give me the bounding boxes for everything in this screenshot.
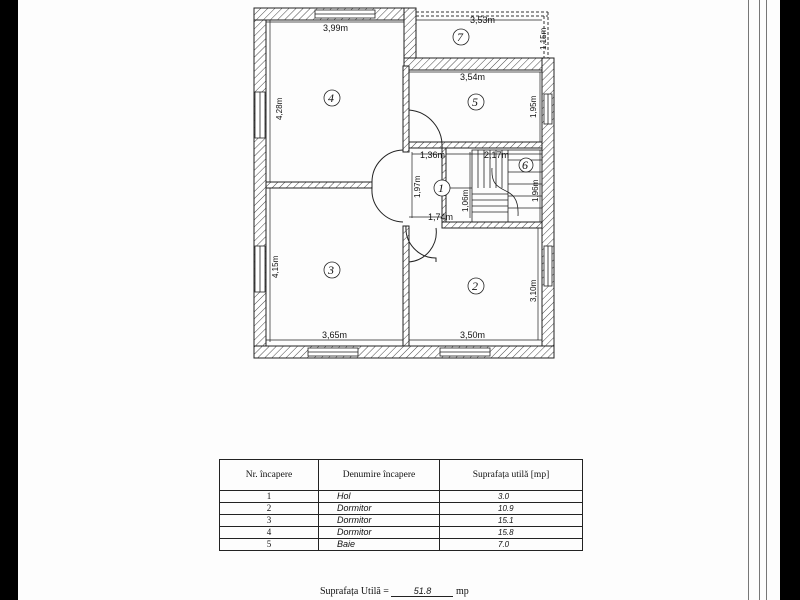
dimension-lines [266, 19, 542, 342]
cell-name: Hol [318, 490, 440, 503]
table-row: 2 Dormitor 10.9 [219, 502, 583, 515]
dim-room4-width: 3,99m [323, 23, 348, 33]
dim-room2-width: 3,50m [460, 330, 485, 340]
dim-room7-height: 1,15m [539, 27, 548, 50]
header-room-number: Nr. încapere [219, 459, 319, 491]
staircase [446, 149, 543, 223]
dim-hall-bottom: 1,74m [428, 212, 453, 222]
total-usable-area: Suprafața Utilă = 51.8 mp [320, 586, 469, 597]
page-edge-line [766, 0, 767, 600]
cell-name: Dormitor [318, 526, 440, 539]
room-number-7: 7 [457, 30, 464, 44]
page-edge-line [748, 0, 749, 600]
dim-room4-height: 4,28m [275, 97, 284, 120]
cell-nr: 3 [219, 514, 319, 527]
room-markers [323, 28, 534, 295]
room-number-6: 6 [522, 158, 528, 172]
cell-area: 10.9 [439, 502, 583, 515]
balcony-outline [416, 11, 549, 58]
room-number-1: 1 [438, 181, 444, 195]
cell-name: Dormitor [318, 502, 440, 515]
dim-room7-width: 3,53m [470, 15, 495, 25]
windows [254, 9, 553, 357]
cell-area: 7.0 [439, 538, 583, 551]
table-row: 3 Dormitor 15.1 [219, 514, 583, 527]
dim-hall-depth: 1,06m [461, 189, 470, 212]
header-room-area: Suprafața utilă [mp] [439, 459, 583, 491]
dim-room3-width: 3,65m [322, 330, 347, 340]
cell-name: Baie [318, 538, 440, 551]
room-number-3: 3 [327, 263, 334, 277]
cell-nr: 1 [219, 490, 319, 503]
dim-room2-height: 3,10m [529, 279, 538, 302]
dim-stair-height: 1,96m [531, 179, 540, 202]
dim-hall-height: 1,97m [413, 175, 422, 198]
floor-plan: 3,99m 4,28m 3,53m 1,15m 3,54m 1,95m 1,36… [253, 7, 555, 359]
page-edge-line [759, 0, 760, 600]
table-row: 1 Hol 3.0 [219, 490, 583, 503]
table-header-row: Nr. încapere Denumire încapere Suprafața… [219, 459, 583, 491]
cell-name: Dormitor [318, 514, 440, 527]
doors [371, 109, 443, 263]
table-row: 5 Baie 7.0 [219, 538, 583, 551]
dim-room3-height: 4,15m [271, 255, 280, 278]
room-number-2: 2 [472, 279, 478, 293]
total-value: 51.8 [391, 586, 454, 597]
dim-room5-height: 1,95m [529, 95, 538, 118]
room-area-table: Nr. încapere Denumire încapere Suprafața… [219, 459, 583, 551]
total-unit: mp [455, 586, 469, 597]
dim-room5-width: 3,54m [460, 72, 485, 82]
dim-hall-top: 1,36m [420, 150, 445, 160]
cell-nr: 5 [219, 538, 319, 551]
dim-stair-width: 2,17m [484, 150, 509, 160]
table-row: 4 Dormitor 15.8 [219, 526, 583, 539]
cell-area: 3.0 [439, 490, 583, 503]
room-number-5: 5 [472, 95, 478, 109]
room-number-4: 4 [328, 91, 334, 105]
cell-nr: 2 [219, 502, 319, 515]
cell-area: 15.1 [439, 514, 583, 527]
cell-area: 15.8 [439, 526, 583, 539]
total-label: Suprafața Utilă = [320, 586, 389, 597]
cell-nr: 4 [219, 526, 319, 539]
header-room-name: Denumire încapere [318, 459, 440, 491]
